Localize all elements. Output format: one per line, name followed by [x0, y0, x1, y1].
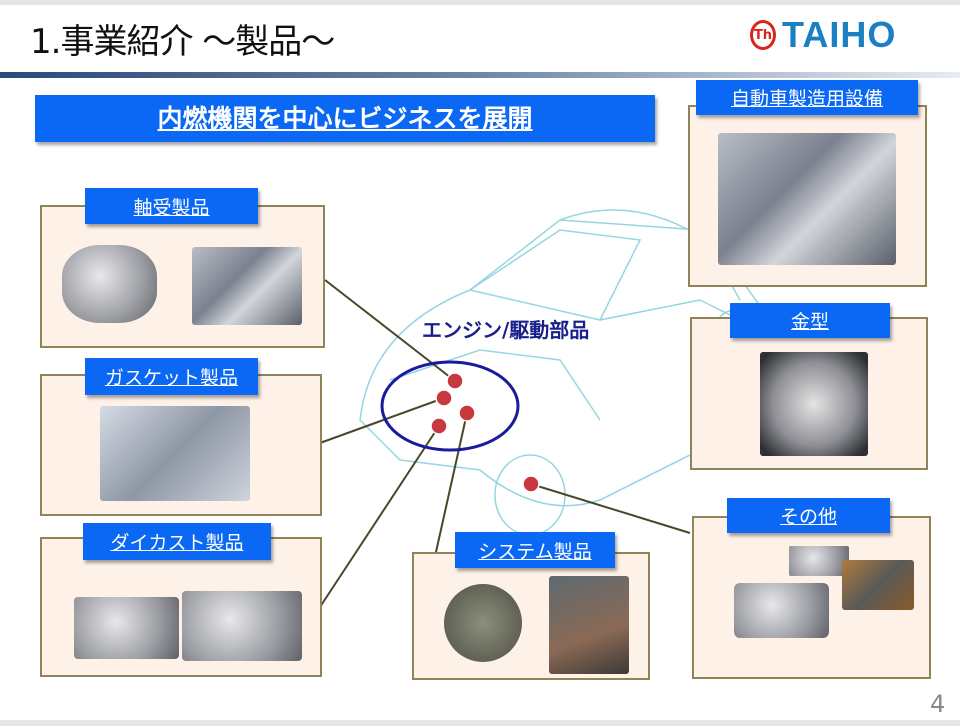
page-number: 4 [930, 690, 946, 718]
logo-text: TAIHO [782, 14, 897, 55]
gaskets-label: ガスケット製品 [85, 358, 258, 395]
engine-parts-label: エンジン/駆動部品 [422, 318, 590, 342]
vacuum-pump-image [444, 584, 522, 662]
top-strip [0, 0, 960, 5]
systems-panel [412, 552, 650, 680]
bearing-shells-image [62, 245, 157, 323]
engine-highlight-ellipse [380, 360, 520, 452]
molds-panel [690, 317, 928, 470]
equipment-label: 自動車製造用設備 [696, 80, 918, 115]
weight-strip-image [842, 560, 914, 610]
weights-image [789, 546, 849, 576]
bearings-panel [40, 205, 325, 348]
diecast-panel [40, 537, 322, 677]
marker-dot [446, 372, 464, 390]
marker-dot [435, 389, 453, 407]
slide-title: 1.事業紹介 ～製品～ [30, 22, 335, 62]
bearings-label: 軸受製品 [85, 188, 258, 224]
others-label: その他 [727, 498, 890, 533]
diecast-case-image [74, 597, 179, 659]
marker-dot [458, 404, 476, 422]
systems-label: システム製品 [455, 532, 615, 568]
bottom-strip [0, 720, 960, 726]
oil-pump-image [549, 576, 629, 674]
gasket-image [100, 406, 250, 501]
taiho-logo: Th TAIHO [750, 14, 896, 56]
bushings-image [192, 247, 302, 325]
others-panel [692, 516, 931, 679]
gaskets-panel [40, 374, 322, 516]
wheel-weights-image [734, 583, 829, 638]
header-rule [0, 72, 960, 78]
factory-equipment-image [718, 133, 896, 265]
headline-banner: 内燃機関を中心にビジネスを展開 [35, 95, 655, 142]
equipment-panel [688, 105, 927, 287]
diecast-frame-image [182, 591, 302, 661]
marker-dot [522, 475, 540, 493]
diecast-label: ダイカスト製品 [83, 523, 271, 560]
logo-mark-icon: Th [750, 20, 776, 50]
molds-image [760, 352, 868, 456]
marker-dot [430, 417, 448, 435]
molds-label: 金型 [730, 303, 890, 338]
